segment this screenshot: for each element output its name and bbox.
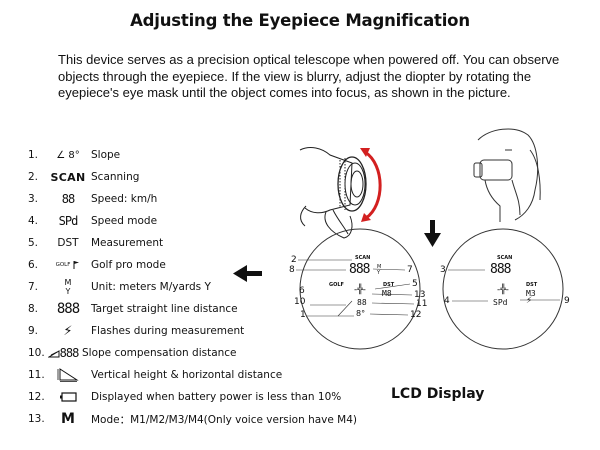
legend-row-slope: 1. ∠ 8° Slope [28,145,120,165]
legend-row-mode: 13. M Mode：M1/M2/M3/M4(Only voice versio… [28,409,357,429]
eyepiece-illustration [299,147,367,239]
down-arrow-icon [424,220,441,247]
legend-number: 3. [28,193,39,205]
legend-row-battery: 12. Displayed when battery power is less… [28,387,341,407]
distance-digits-icon: 888 [56,301,80,317]
lcd-display-title: LCD Display [391,386,485,402]
unit-meters-glyph: M [64,278,72,287]
golf-flag-icon [73,261,80,269]
lcd-display-right [442,228,564,350]
legend-label: Slope compensation distance [82,347,237,359]
legend-row-height: 11. Vertical height & horizontal distanc… [28,365,282,385]
user-looking-illustration [473,128,541,222]
rotation-arrows-icon [360,148,382,222]
legend-number: 10. [28,347,45,359]
mode-icon: M [61,411,75,427]
legend-label: Measurement [91,237,164,249]
speed-mode-icon: SPd [58,214,79,228]
legend-label: Speed: km/h [91,193,158,205]
legend-label: Displayed when battery power is less tha… [91,391,342,403]
legend-number: 8. [28,303,39,315]
left-arrow-icon [233,265,262,282]
legend-number: 7. [28,281,39,293]
legend-row-flash: 9. ⚡ Flashes during measurement [28,321,244,341]
legend-row-slope-compensation: 10. 888 Slope compensation distance [28,343,237,363]
legend-label: Slope [91,149,121,161]
legend-number: 11. [28,369,45,381]
legend-label: Scanning [91,171,140,183]
legend-row-target-distance: 8. 888 Target straight line distance [28,299,238,319]
legend-row-speed: 3. 88 Speed: km/h [28,189,157,209]
legend-row-speed-mode: 4. SPd Speed mode [28,211,157,231]
intro-paragraph: This device serves as a precision optica… [58,52,560,100]
legend-row-scanning: 2. SCAN Scanning [28,167,139,187]
slope-ramp-icon [47,350,60,358]
battery-icon [45,392,91,402]
legend-label: Mode：M1/M2/M3/M4(Only voice version have… [91,413,358,426]
legend-label: Unit: meters M/yards Y [91,281,211,293]
legend-number: 13. [28,413,45,425]
legend-row-unit: 7. M Y Unit: meters M/yards Y [28,277,211,297]
legend-number: 1. [28,149,39,161]
slope-compensation-icon: 888 [44,346,82,360]
legend-label: Target straight line distance [91,303,238,315]
legend-label: Vertical height & horizontal distance [91,369,283,381]
slope-icon: ∠ 8° [56,149,80,161]
legend-number: 4. [28,215,39,227]
dst-icon: DST [57,237,79,249]
golf-icon-label: GOLF [55,261,71,268]
height-distance-icon [45,368,91,382]
unit-yards-glyph: Y [65,287,71,296]
legend-number: 9. [28,325,39,337]
compensation-digits: 888 [59,346,80,360]
unit-icon: M Y [45,278,91,296]
page-title: Adjusting the Eyepiece Magnification [130,11,470,30]
lightning-icon: ⚡ [63,323,73,339]
legend-number: 12. [28,391,45,403]
scan-icon: SCAN [50,170,86,184]
legend-row-golf: 6. GOLF Golf pro mode [28,255,166,275]
legend-label: Golf pro mode [91,259,166,271]
lcd-display-left [296,228,421,350]
speed-digits-icon: 88 [61,192,75,206]
legend-number: 2. [28,171,39,183]
legend-number: 6. [28,259,39,271]
legend-label: Flashes during measurement [91,325,245,337]
legend-row-measurement: 5. DST Measurement [28,233,163,253]
golf-icon: GOLF [45,260,91,270]
triangle-measure-icon [57,368,79,382]
legend-number: 5. [28,237,39,249]
legend-label: Speed mode [91,215,158,227]
low-battery-icon [60,392,77,402]
